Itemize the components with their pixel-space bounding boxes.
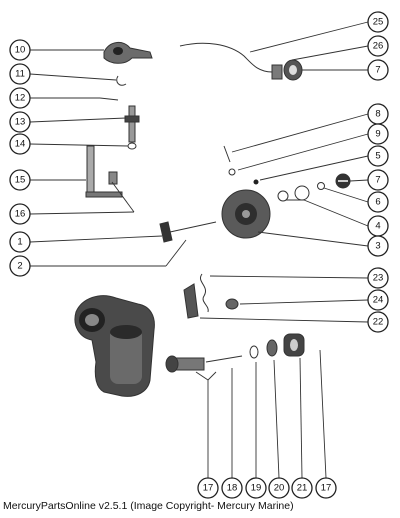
svg-text:24: 24 xyxy=(373,295,384,306)
exploded-parts-diagram: 10 25 26 7 11 12 13 14 8 9 5 7 15 6 16 4… xyxy=(9,11,389,499)
svg-text:21: 21 xyxy=(297,483,308,494)
part-nut-21 xyxy=(283,333,305,357)
leader-lines xyxy=(29,21,369,479)
svg-text:16: 16 xyxy=(15,209,26,220)
callout-22: 22 xyxy=(367,311,389,333)
part-spring-11 xyxy=(116,75,127,86)
callout-26: 26 xyxy=(367,35,389,57)
svg-text:3: 3 xyxy=(375,241,380,252)
part-pin-15 xyxy=(85,145,123,198)
part-screw-12 xyxy=(99,97,119,101)
svg-text:11: 11 xyxy=(15,69,25,80)
callout-23: 23 xyxy=(367,267,389,289)
svg-text:7: 7 xyxy=(375,65,380,76)
callout-19: 19 xyxy=(245,477,267,499)
svg-text:15: 15 xyxy=(15,175,26,186)
part-o-rings-4 xyxy=(277,185,310,202)
callout-6: 6 xyxy=(367,191,389,213)
svg-text:10: 10 xyxy=(15,45,26,56)
part-throttle-lever xyxy=(103,42,153,64)
callout-21: 21 xyxy=(291,477,313,499)
callout-16: 16 xyxy=(9,203,31,225)
svg-text:7: 7 xyxy=(375,175,380,186)
svg-text:18: 18 xyxy=(227,483,238,494)
part-washer-14 xyxy=(127,142,137,150)
part-cam-24 xyxy=(225,298,239,310)
callout-9: 9 xyxy=(367,123,389,145)
svg-text:4: 4 xyxy=(375,221,380,232)
svg-text:5: 5 xyxy=(375,151,380,162)
copyright-footer: MercuryPartsOnline v2.5.1 (Image Copyrig… xyxy=(3,500,294,512)
callout-3: 3 xyxy=(367,235,389,257)
part-washer-6 xyxy=(317,182,325,190)
svg-text:17: 17 xyxy=(203,483,214,494)
svg-text:23: 23 xyxy=(373,273,384,284)
callout-1: 1 xyxy=(9,231,31,253)
part-stem-18 xyxy=(205,355,243,363)
part-shaft-1 xyxy=(159,221,217,243)
svg-text:6: 6 xyxy=(375,197,380,208)
svg-text:26: 26 xyxy=(373,41,384,52)
svg-text:13: 13 xyxy=(15,117,26,128)
callout-8: 8 xyxy=(367,103,389,125)
svg-text:12: 12 xyxy=(15,93,26,104)
part-ring-9 xyxy=(228,168,236,176)
callout-17-left: 17 xyxy=(197,477,219,499)
part-valve-17 xyxy=(165,355,205,373)
callout-13: 13 xyxy=(9,111,31,133)
part-plug-16 xyxy=(108,171,118,185)
svg-text:1: 1 xyxy=(17,237,22,248)
callout-2: 2 xyxy=(9,255,31,277)
callout-7-top: 7 xyxy=(367,59,389,81)
part-screw-8 xyxy=(223,145,231,163)
part-cover-plate xyxy=(221,189,271,239)
svg-text:8: 8 xyxy=(375,109,380,120)
part-plug-7 xyxy=(335,173,351,189)
svg-text:9: 9 xyxy=(375,129,380,140)
callout-4: 4 xyxy=(367,215,389,237)
callout-24: 24 xyxy=(367,289,389,311)
part-nut-5 xyxy=(253,179,259,185)
callout-7-middle: 7 xyxy=(367,169,389,191)
callout-11: 11 xyxy=(9,63,31,85)
part-grommet xyxy=(283,59,303,81)
callout-20: 20 xyxy=(268,477,290,499)
part-rod-end xyxy=(271,64,283,80)
callout-17-right: 17 xyxy=(315,477,337,499)
callout-18: 18 xyxy=(221,477,243,499)
svg-text:2: 2 xyxy=(17,261,22,272)
svg-text:25: 25 xyxy=(373,17,384,28)
part-washer-19 xyxy=(249,345,259,359)
callout-14: 14 xyxy=(9,133,31,155)
part-link-rod xyxy=(179,42,273,73)
part-lever-22 xyxy=(183,283,199,319)
callout-5: 5 xyxy=(367,145,389,167)
callout-15: 15 xyxy=(9,169,31,191)
svg-text:14: 14 xyxy=(15,139,26,150)
part-screw-13 xyxy=(124,105,140,143)
callout-10: 10 xyxy=(9,39,31,61)
svg-text:20: 20 xyxy=(274,483,285,494)
svg-text:19: 19 xyxy=(251,483,262,494)
svg-text:22: 22 xyxy=(373,317,384,328)
part-packing-20 xyxy=(266,339,278,357)
svg-text:17: 17 xyxy=(321,483,332,494)
callout-12: 12 xyxy=(9,87,31,109)
part-spring-23 xyxy=(200,273,209,313)
part-carburetor-body xyxy=(74,295,155,397)
callout-25: 25 xyxy=(367,11,389,33)
